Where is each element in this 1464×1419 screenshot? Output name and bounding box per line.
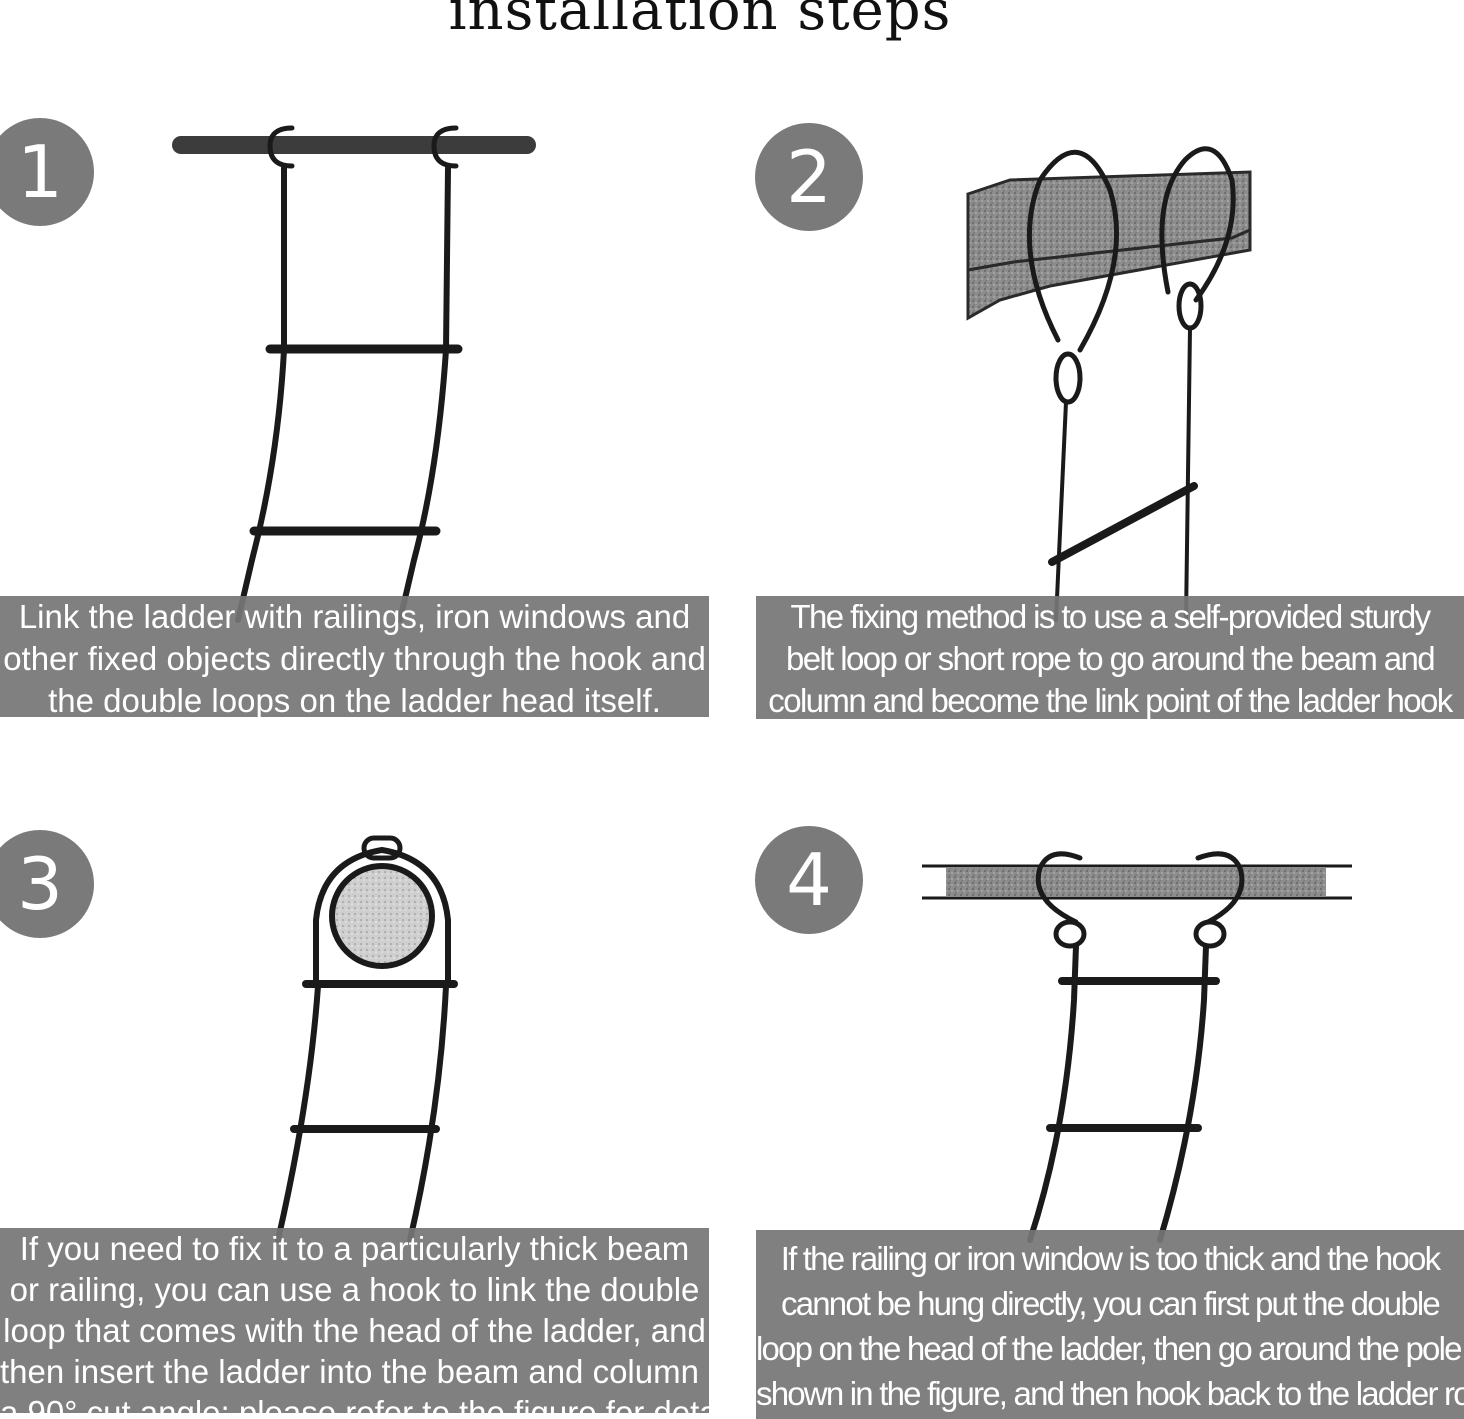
- belt-loop-left: [1026, 150, 1120, 353]
- loop-left: [1035, 851, 1083, 925]
- caption-line: belt loop or short rope to go around the…: [785, 640, 1436, 677]
- loop-top: [361, 835, 403, 861]
- hook-left: [1053, 919, 1087, 949]
- caption-line: The fixing method is to use a self-provi…: [790, 598, 1431, 635]
- caption-line: column and become the link point of the …: [768, 682, 1453, 719]
- rope-right: [1184, 326, 1192, 622]
- hook-right: [1193, 919, 1227, 949]
- railing-bar: [172, 136, 536, 154]
- step-3-illustration: [275, 835, 458, 1243]
- caption-line: the double loops on the ladder head itse…: [48, 682, 661, 717]
- ring-left: [1053, 351, 1083, 405]
- page-title: installation steps: [448, 0, 952, 43]
- rope-left: [235, 165, 287, 623]
- step-3-caption: If you need to fix it to a particularly …: [0, 1228, 709, 1413]
- step-1-badge: 1: [0, 118, 94, 226]
- rope-right: [397, 165, 451, 623]
- caption-line: loop on the head of the ladder, then go …: [756, 1330, 1464, 1367]
- rung: [1048, 482, 1198, 566]
- ring-right: [1176, 281, 1204, 331]
- caption-line: then insert the ladder into the beam and…: [0, 1353, 709, 1390]
- step-2-badge: 2: [755, 123, 863, 231]
- caption-line: If the railing or iron window is too thi…: [780, 1240, 1441, 1277]
- step-4-illustration: [922, 851, 1352, 1243]
- caption-line: or railing, you can use a hook to link t…: [9, 1271, 700, 1308]
- hook-left: [267, 125, 295, 169]
- caption-line: a 90° cut angle; please refer to the fig…: [0, 1394, 709, 1413]
- rope-right: [407, 983, 449, 1243]
- step-4-caption: If the railing or iron window is too thi…: [756, 1230, 1464, 1419]
- caption-line: shown in the figure, and then hook back …: [756, 1375, 1464, 1412]
- step-2-caption: The fixing method is to use a self-provi…: [756, 596, 1464, 719]
- hook-right: [431, 125, 459, 169]
- step-3-badge: 3: [0, 830, 94, 938]
- rope-left: [1027, 943, 1079, 1243]
- caption-line: loop that comes with the head of the lad…: [3, 1312, 706, 1349]
- caption-line: If you need to fix it to a particularly …: [19, 1230, 690, 1267]
- step-2-illustration: [966, 146, 1252, 622]
- pole: [946, 868, 1326, 896]
- step-1-illustration: [172, 125, 536, 623]
- step-1-caption: Link the ladder with railings, iron wind…: [0, 596, 709, 717]
- rope-right: [1157, 943, 1209, 1243]
- belt-loop-right: [1159, 146, 1236, 303]
- loop-outer: [313, 846, 451, 987]
- caption-line: other fixed objects directly through the…: [3, 640, 706, 677]
- rope-left: [1054, 400, 1068, 622]
- beam-section: [329, 863, 435, 969]
- loop-right: [1195, 851, 1245, 925]
- step-4-badge: 4: [755, 826, 863, 934]
- rope-left: [275, 983, 321, 1243]
- caption-line: Link the ladder with railings, iron wind…: [18, 598, 691, 635]
- caption-line: cannot be hung directly, you can first p…: [781, 1285, 1441, 1322]
